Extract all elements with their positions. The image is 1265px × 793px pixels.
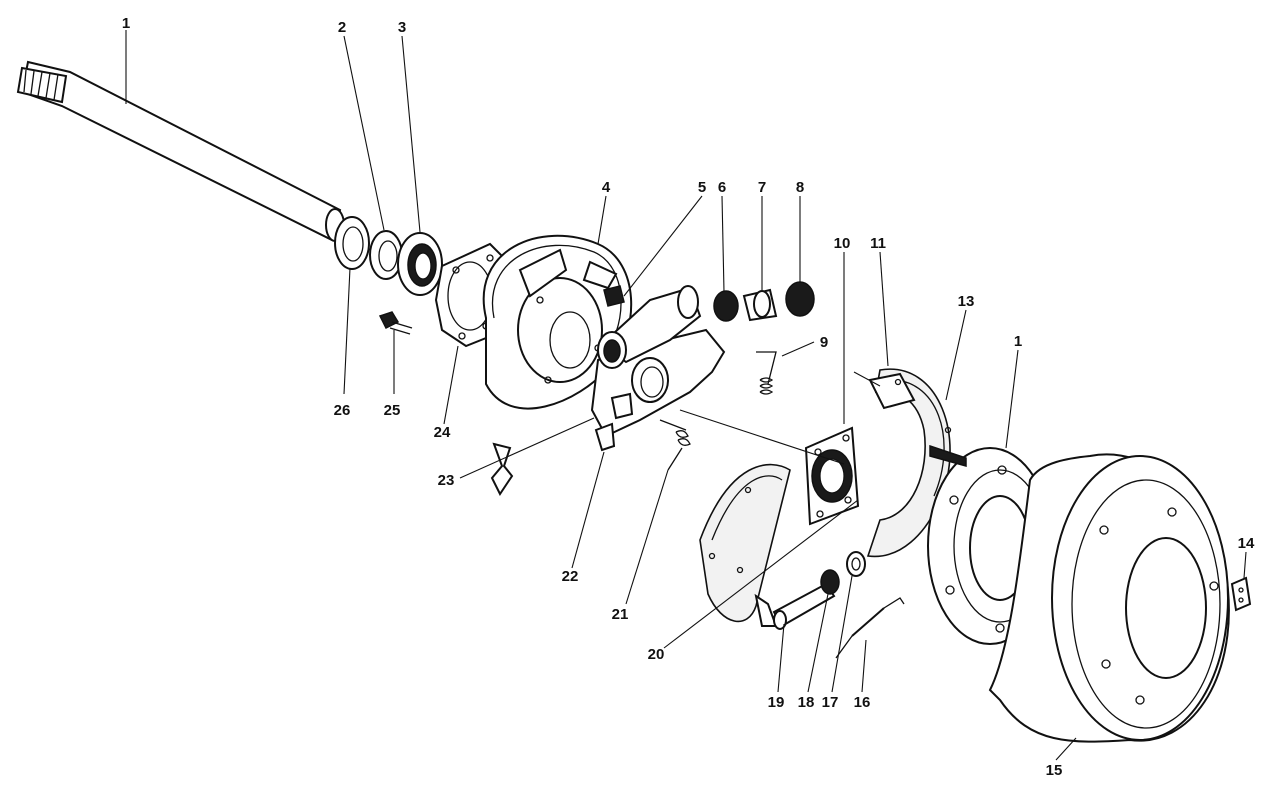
retainer-spring-upper xyxy=(756,351,777,395)
callout-10: 10 xyxy=(834,235,851,252)
callout-15: 15 xyxy=(1046,762,1063,779)
callout-14: 14 xyxy=(1238,535,1255,552)
adjuster-socket xyxy=(846,551,866,577)
backing-plate xyxy=(482,234,633,410)
spacer-ring xyxy=(369,230,403,280)
callout-8: 8 xyxy=(796,179,804,196)
brake-shoe-lower xyxy=(699,463,791,627)
brake-shoe-upper xyxy=(866,368,952,558)
callout-1-shaft: 1 xyxy=(122,15,130,32)
dust-cap xyxy=(713,290,739,322)
wheel-bearing xyxy=(397,232,443,296)
callout-labels: 1 2 3 4 5 6 7 8 9 10 11 13 1 14 15 16 17… xyxy=(122,15,1255,779)
callout-24: 24 xyxy=(434,424,451,441)
cylinder-gasket xyxy=(804,426,860,526)
callout-17: 17 xyxy=(822,694,839,711)
bleeder-screw xyxy=(603,285,625,307)
callout-23: 23 xyxy=(438,472,455,489)
callout-2: 2 xyxy=(338,19,346,36)
callout-5: 5 xyxy=(698,179,706,196)
callout-1-hub: 1 xyxy=(1014,333,1022,350)
wheel-cylinder xyxy=(597,285,702,369)
callout-20: 20 xyxy=(648,646,665,663)
lock-tab xyxy=(1230,576,1252,612)
callout-7: 7 xyxy=(758,179,766,196)
callout-19: 19 xyxy=(768,694,785,711)
callout-13: 13 xyxy=(958,293,975,310)
adjuster-screw xyxy=(772,582,836,630)
callout-21: 21 xyxy=(612,606,629,623)
adjuster-wheel xyxy=(820,569,840,595)
callout-3: 3 xyxy=(398,19,406,36)
callout-6: 6 xyxy=(718,179,726,196)
callout-22: 22 xyxy=(562,568,579,585)
callout-11: 11 xyxy=(870,235,886,252)
brake-drum xyxy=(988,453,1230,743)
adjuster-nut xyxy=(785,281,815,317)
callout-16: 16 xyxy=(854,694,871,711)
callout-9: 9 xyxy=(820,334,828,351)
callout-25: 25 xyxy=(384,402,401,419)
piston xyxy=(742,288,778,322)
oil-seal xyxy=(334,216,370,270)
callout-18: 18 xyxy=(798,694,815,711)
leader-lines xyxy=(125,30,1247,761)
callout-4: 4 xyxy=(602,179,611,196)
retainer-spring-lower xyxy=(659,419,691,471)
spring-clip xyxy=(490,442,514,496)
bolt xyxy=(378,311,413,335)
axle-shaft xyxy=(16,60,345,242)
callout-26: 26 xyxy=(334,402,351,419)
